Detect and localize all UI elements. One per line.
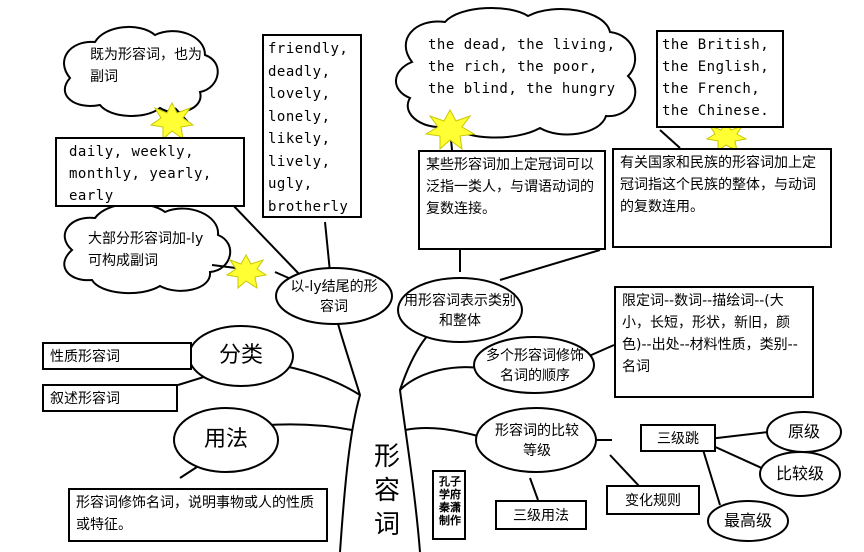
node-comparative — [759, 451, 841, 497]
ly-word: brotherly — [268, 198, 349, 215]
ly-words-box: friendly, deadly, lovely, lonely, likely… — [262, 34, 362, 218]
starburst-decorations — [149, 101, 748, 290]
node-superlative — [707, 500, 789, 542]
star-icon — [705, 121, 748, 152]
star-icon — [424, 108, 476, 151]
node-usage-text: 用法 — [203, 427, 248, 452]
node-comparison — [475, 407, 597, 473]
author-stamp-text: 孔子学府秦潇制作 — [439, 475, 461, 527]
cloud-adverb-too-text: 既为形容词，也为副词 — [90, 47, 202, 85]
node-multi-order-text: 多个形容词修饰名词的顺序 — [486, 348, 584, 384]
star-icon — [225, 253, 268, 290]
predicative-adj-box: 叙述形容词 — [42, 384, 178, 412]
trunk-title: 形容词 — [373, 442, 400, 540]
ly-word: likely, — [268, 131, 331, 147]
node-superlative-text: 最高级 — [723, 511, 772, 530]
node-category-whole — [397, 277, 523, 343]
cloud-the-adj — [395, 7, 637, 139]
star-icon — [149, 101, 195, 141]
ly-word: lonely, — [268, 108, 331, 125]
usage-desc-box: 形容词修饰名词，说明事物或人的性质或特征。 — [68, 488, 328, 542]
ly-word: friendly, — [268, 41, 349, 57]
node-classify-text: 分类 — [218, 343, 263, 368]
cloud-ly-adverb-text: 大部分形容词加-ly可构成副词 — [88, 231, 204, 269]
node-multi-order — [473, 336, 595, 394]
frequency-words-box: daily, weekly, monthly, yearly, early — [55, 137, 245, 207]
three-usage-box: 三级用法 — [495, 500, 587, 530]
ly-word: lively, — [268, 153, 331, 170]
cloud-adverb-too — [63, 25, 219, 117]
nationality-word: the British, — [662, 37, 770, 53]
cloud-the-adj-text: the dead, the living, the rich, the poor… — [428, 37, 616, 97]
ly-word: deadly, — [268, 63, 331, 80]
nationality-rule-box: 有关国家和民族的形容词加上定冠词指这个民族的整体，与动词的复数连用。 — [612, 148, 832, 248]
nationality-word: the Chinese. — [662, 103, 770, 119]
nationality-words-box: the British, the English, the French, th… — [656, 30, 784, 128]
node-comparison-text: 形容词的比较等级 — [495, 423, 579, 459]
nationality-word: the French, — [662, 81, 761, 97]
node-positive-text: 原级 — [787, 422, 820, 441]
ly-word: lovely, — [268, 86, 331, 102]
order-rule-box: 限定词--数词--描绘词--(大小，长短，形状，新旧，颜色)--出处--材料性质… — [614, 286, 814, 398]
the-adj-rule-box: 某些形容词加上定冠词可以泛指一类人，与谓语动词的复数连接。 — [418, 150, 606, 250]
change-rule-box: 变化规则 — [606, 485, 700, 515]
node-ly-ending — [275, 267, 393, 325]
author-stamp-box: 孔子学府秦潇制作 — [432, 470, 466, 540]
node-usage — [173, 407, 279, 473]
three-level-box: 三级跳 — [640, 424, 716, 452]
quality-adj-box: 性质形容词 — [42, 342, 192, 370]
nationality-word: the English, — [662, 59, 770, 75]
node-ly-ending-text: 以-ly结尾的形容词 — [290, 279, 378, 315]
node-category-whole-text: 用形容词表示类别和整体 — [404, 293, 516, 329]
ly-word: ugly, — [268, 176, 313, 192]
node-comparative-text: 比较级 — [775, 464, 824, 483]
cloud-ly-adverb — [63, 202, 232, 295]
